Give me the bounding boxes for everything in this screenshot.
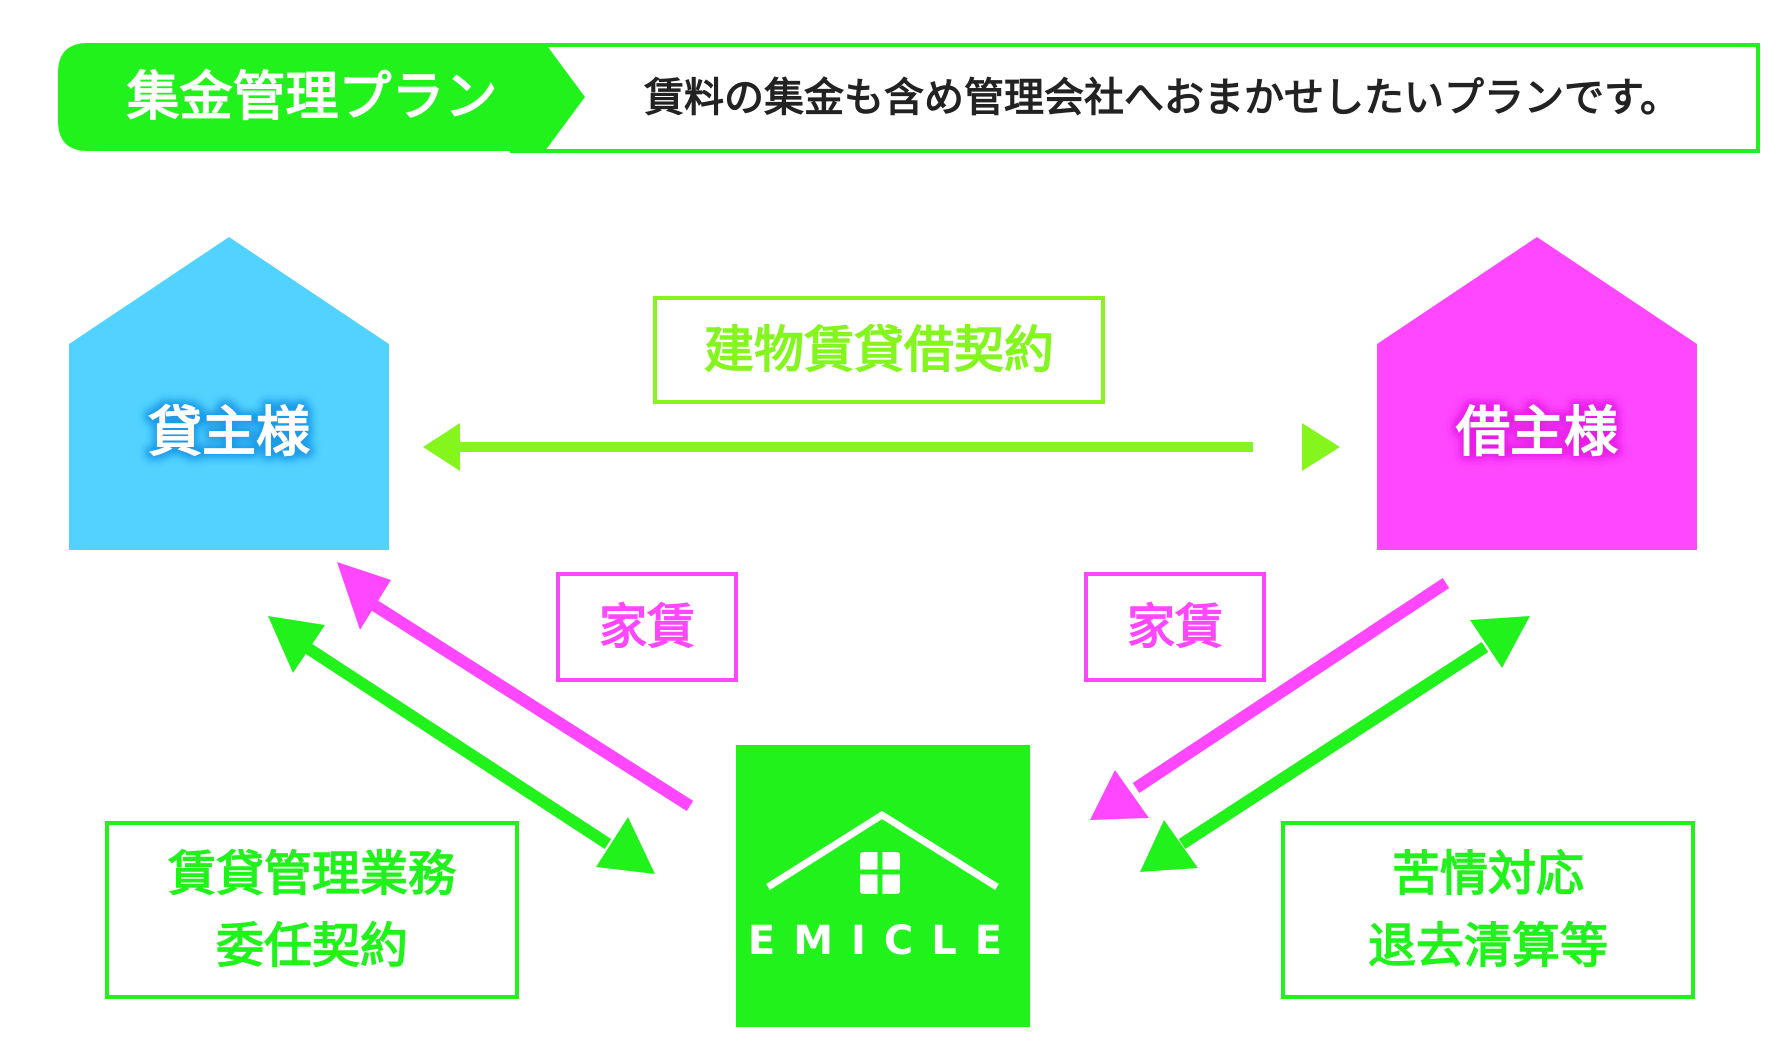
- emicle-logo-text: EMICLE: [748, 918, 1020, 964]
- tenant-label: 借主様: [1455, 401, 1619, 464]
- roof-icon: [766, 810, 999, 890]
- management-contract-line2: 委任契約: [216, 918, 408, 974]
- window-icon: [860, 852, 900, 894]
- management-contract: 賃貸管理業務 委任契約: [105, 821, 519, 999]
- rent-label-left-group: 家賃: [556, 572, 738, 682]
- rent-label-right-group: 家賃: [1084, 572, 1266, 682]
- management-contract-line1: 賃貸管理業務: [167, 846, 457, 902]
- rent-arrow-left-head: [337, 562, 391, 630]
- plan-header: 集金管理プラン 賃料の集金も含め管理会社へおまかせしたいプランです。: [58, 43, 1760, 153]
- lease-arrow-head-right: [1302, 423, 1340, 471]
- lease-arrow-head-left: [423, 423, 460, 471]
- rent-arrow-right-shaft: [1132, 577, 1450, 794]
- rent-label-right: 家賃: [1127, 599, 1223, 655]
- management-arrow-head-bottom: [596, 817, 655, 874]
- lease-contract: 建物賃貸借契約: [423, 296, 1340, 471]
- plan-title: 集金管理プラン: [126, 67, 498, 128]
- landlord-house: 貸主様: [69, 237, 389, 550]
- tenant-service-box: [1281, 821, 1695, 999]
- tenant-emicle-arrows: [1090, 577, 1530, 872]
- landlord-emicle-arrows: [268, 562, 694, 874]
- tenant-service-arrow-head-top: [1470, 616, 1530, 668]
- header-description-box: [510, 43, 1760, 153]
- management-arrow-head-top: [268, 616, 325, 673]
- management-arrow-shaft: [302, 641, 612, 850]
- plan-description: 賃料の集金も含め管理会社へおまかせしたいプランです。: [643, 75, 1680, 121]
- emicle-logo: EMICLE: [736, 745, 1030, 1027]
- rent-label-left: 家賃: [599, 599, 695, 655]
- rent-arrow-right-head: [1090, 770, 1149, 820]
- lease-contract-label: 建物賃貸借契約: [704, 321, 1054, 379]
- lease-contract-box: [653, 296, 1105, 404]
- rent-label-left-box: [556, 572, 738, 682]
- landlord-house-icon: [69, 237, 389, 550]
- rent-label-right-box: [1084, 572, 1266, 682]
- landlord-label: 貸主様: [148, 401, 311, 464]
- tenant-service-line1: 苦情対応: [1392, 846, 1584, 902]
- tenant-service-arrow-shaft: [1178, 641, 1489, 850]
- tenant-service-arrow-head-bottom: [1140, 820, 1198, 872]
- rent-arrow-left-shaft: [362, 594, 694, 812]
- header-plan-tag: [58, 43, 585, 151]
- tenant-service: 苦情対応 退去清算等: [1281, 821, 1695, 999]
- management-contract-box: [105, 821, 519, 999]
- tenant-service-line2: 退去清算等: [1368, 918, 1608, 974]
- tenant-house-icon: [1377, 237, 1697, 550]
- tenant-house: 借主様: [1377, 237, 1697, 550]
